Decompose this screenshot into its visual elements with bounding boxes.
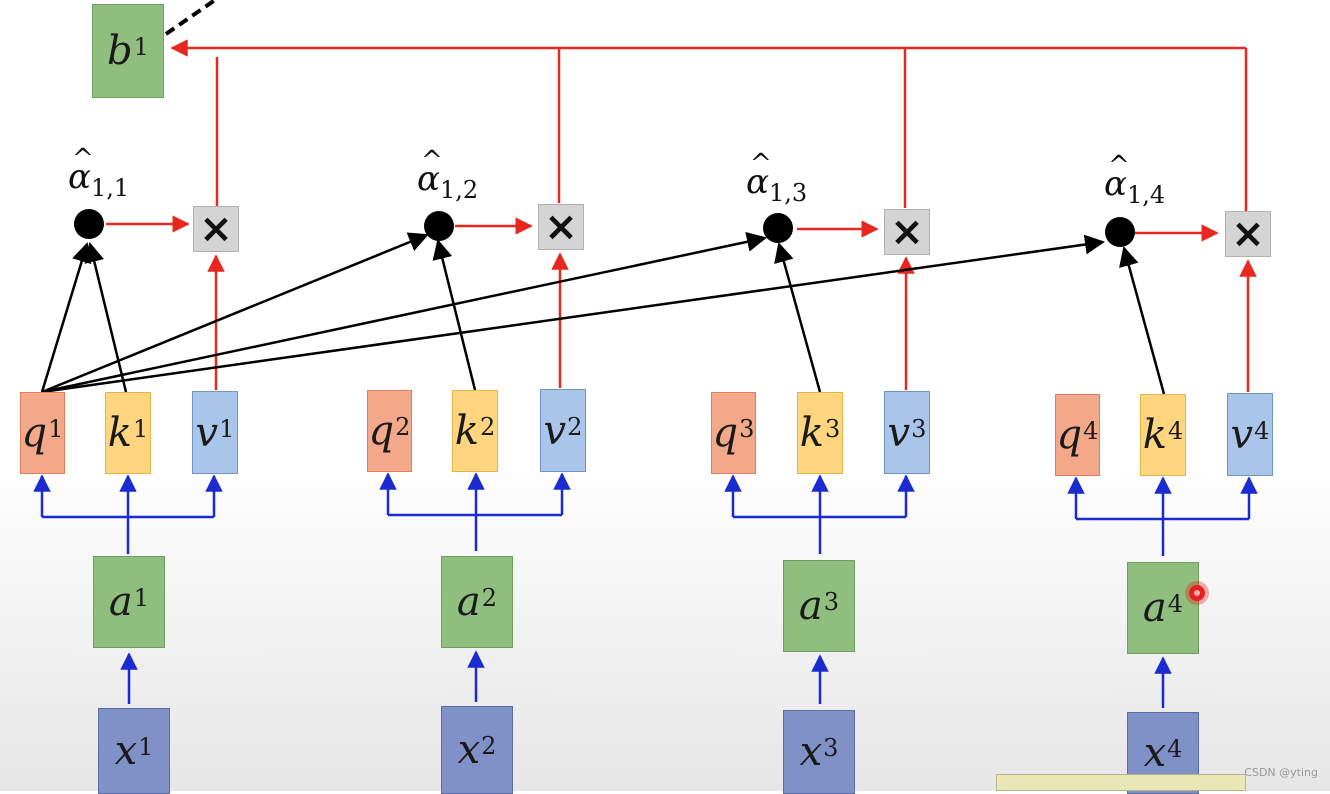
a-superscript: 2 (481, 584, 498, 612)
q-superscript: 4 (1083, 417, 1099, 445)
alpha-subscript: 1,4 (1126, 181, 1166, 209)
v-symbol: v (887, 409, 911, 456)
x-symbol: x (1143, 730, 1167, 776)
v-superscript: 2 (567, 412, 583, 441)
a-symbol: a (456, 579, 481, 625)
caption-bar (996, 774, 1246, 791)
x-superscript: 1 (138, 733, 154, 761)
alpha-1-2-label: ^α1,2 (417, 148, 478, 202)
v-superscript: 3 (911, 414, 927, 443)
q-symbol: q (21, 410, 48, 456)
alpha-symbol: α (746, 162, 769, 202)
watermark-text: CSDN @yting (1244, 766, 1318, 779)
k-symbol: k (107, 410, 132, 456)
k-symbol: k (1142, 412, 1167, 458)
a-superscript: 3 (823, 588, 840, 616)
hat-symbol: ^ (72, 144, 94, 174)
alpha-subscript: 1,2 (439, 176, 479, 204)
alpha-subscript: 1,1 (90, 174, 130, 202)
alpha-symbol: α (1104, 164, 1127, 204)
v-symbol: v (195, 409, 219, 456)
attention-score-dot-1 (74, 209, 104, 239)
x-symbol: x (457, 727, 481, 773)
v-symbol: v (543, 407, 567, 454)
k-superscript: 2 (479, 413, 496, 441)
q-symbol: q (368, 408, 395, 454)
a-symbol: a (1142, 585, 1167, 631)
hat-symbol: ^ (421, 146, 443, 176)
v-superscript: 4 (1254, 416, 1270, 445)
multiply-node-4: × (1225, 211, 1271, 257)
alpha-1-4-label: ^α1,4 (1104, 153, 1165, 207)
output-symbol: b (107, 28, 133, 74)
alpha-symbol: α (417, 159, 440, 199)
x-superscript: 2 (481, 732, 497, 760)
multiply-node-1: × (193, 206, 239, 252)
attention-score-dot-4 (1105, 217, 1135, 247)
a-superscript: 1 (133, 584, 150, 612)
hat-symbol: ^ (1108, 151, 1130, 181)
a-symbol: a (798, 583, 823, 629)
q-superscript: 2 (395, 413, 411, 441)
multiply-node-3: × (884, 209, 930, 255)
x-superscript: 4 (1167, 735, 1183, 763)
alpha-1-3-label: ^α1,3 (746, 151, 807, 205)
alpha-to-multiply-arrows (106, 215, 1219, 242)
multiply-node-2: × (538, 204, 584, 250)
alpha-symbol: α (68, 157, 91, 197)
weighted-sum-bus (170, 39, 1248, 211)
x-symbol: x (114, 728, 138, 774)
a-symbol: a (108, 579, 133, 625)
k-superscript: 3 (824, 415, 841, 443)
q-superscript: 1 (48, 415, 64, 443)
attention-score-dot-3 (763, 213, 793, 243)
k-superscript: 4 (1167, 417, 1184, 445)
dashed-link (164, 0, 217, 36)
q-symbol: q (1056, 412, 1083, 458)
attention-score-dot-2 (424, 211, 454, 241)
x-superscript: 3 (823, 734, 839, 762)
a-superscript: 4 (1167, 590, 1184, 618)
x-symbol: x (799, 729, 823, 775)
alpha-subscript: 1,3 (768, 179, 808, 207)
output-superscript: 1 (133, 33, 149, 61)
k-superscript: 1 (132, 415, 149, 443)
q-superscript: 3 (739, 415, 755, 443)
k-symbol: k (799, 410, 824, 456)
attention-score-arrows (40, 231, 1166, 395)
q-symbol: q (712, 410, 739, 456)
v-symbol: v (1230, 411, 1254, 458)
k-symbol: k (454, 408, 479, 454)
projection-arrows (33, 472, 1258, 708)
alpha-1-1-label: ^α1,1 (68, 146, 129, 200)
hat-symbol: ^ (750, 149, 772, 179)
pointer-highlight (1189, 585, 1205, 601)
v-superscript: 1 (219, 414, 235, 443)
